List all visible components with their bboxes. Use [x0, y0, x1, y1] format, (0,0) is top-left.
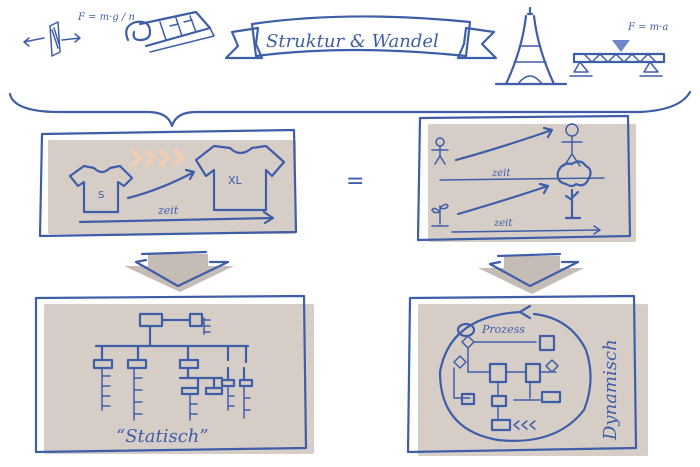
bridge-load-icon: F = m·a — [569, 22, 668, 77]
panel-static-hierarchy: “Statisch” — [34, 294, 308, 454]
dynamic-caption: Dynamisch — [600, 339, 621, 441]
down-arrow-left — [124, 250, 234, 292]
process-label: Prozess — [481, 323, 525, 336]
shirt-large-label: XL — [228, 174, 243, 187]
banner-title: Struktur & Wandel — [266, 31, 439, 52]
rolled-paper-icon — [125, 10, 215, 53]
pendulum-icon — [23, 21, 81, 57]
title-banner: Struktur & Wandel — [224, 15, 498, 60]
static-caption: “Statisch” — [116, 426, 209, 447]
time-label-1: zeit — [491, 168, 511, 179]
panel-shadow — [44, 304, 314, 454]
curly-brace — [8, 90, 692, 128]
time-label: zeit — [157, 204, 179, 217]
equals-sign: = — [346, 169, 364, 194]
time-label-2: zeit — [493, 218, 513, 229]
panel-life-growth: zeit zeit — [416, 114, 632, 242]
eiffel-tower-icon — [494, 6, 568, 86]
shirt-small-label: S — [98, 190, 104, 201]
formula-left: F = m·g / n — [77, 12, 135, 23]
panel-shadow — [428, 124, 636, 242]
growth-chevrons — [130, 148, 185, 168]
panel-tshirt-growth: S XL zeit — [38, 128, 298, 238]
down-arrow-right — [478, 252, 584, 294]
panel-dynamic-process: Prozess Dynamisch — [406, 294, 638, 454]
formula-right: F = m·a — [627, 22, 668, 33]
